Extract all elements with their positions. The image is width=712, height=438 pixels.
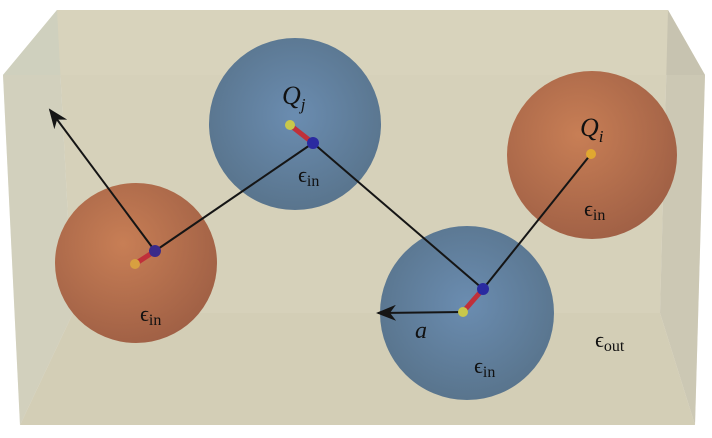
charge-bead-yellow	[130, 259, 140, 269]
charge-bead-blue	[149, 245, 161, 257]
charge-bead-yellow	[458, 307, 468, 317]
label-eps-in: ϵin	[584, 196, 605, 224]
chain-link	[154, 142, 314, 252]
charge-bead-blue	[477, 283, 489, 295]
charge-bead-yellow	[586, 149, 596, 159]
chain-link	[482, 153, 592, 290]
direction-arrow	[48, 108, 156, 252]
chain-link	[312, 142, 484, 290]
box-top-face	[3, 10, 705, 75]
box-right-face	[660, 10, 705, 425]
label-eps-in: ϵin	[298, 162, 319, 190]
radius-arrow	[376, 304, 464, 321]
label-charge-i: Qi	[580, 113, 604, 146]
charge-bead-yellow	[285, 120, 295, 130]
label-charge-j: Qj	[282, 81, 306, 114]
label-eps-in: ϵin	[140, 301, 161, 329]
label-eps-in: ϵin	[474, 353, 495, 381]
label-radius: a	[415, 318, 427, 344]
charge-bead-blue	[307, 137, 319, 149]
sphere-blue-top	[209, 38, 381, 210]
label-eps-out: ϵout	[595, 327, 625, 355]
